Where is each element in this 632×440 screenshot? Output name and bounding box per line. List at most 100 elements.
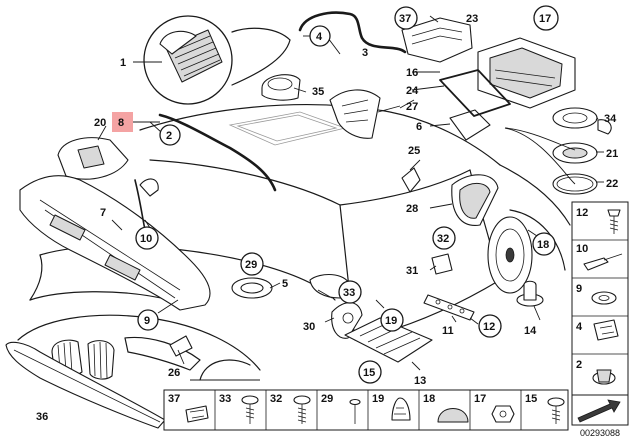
legend-tile-29[interactable]: 29 bbox=[321, 393, 361, 424]
label-35[interactable]: 35 bbox=[312, 86, 324, 98]
callout-18[interactable]: 18 bbox=[532, 232, 556, 256]
legend-tile-12[interactable]: 12 bbox=[576, 207, 621, 234]
part-bracket-25 bbox=[401, 167, 421, 193]
part-panel-13 bbox=[344, 317, 433, 363]
legend-tile-10[interactable]: 10 bbox=[576, 243, 623, 271]
part-flap-28 bbox=[451, 174, 499, 226]
callout-32[interactable]: 32 bbox=[432, 226, 456, 250]
part-cover-20 bbox=[57, 137, 129, 180]
label-13[interactable]: 13 bbox=[414, 375, 426, 387]
legend-tile-33[interactable]: 33 bbox=[219, 393, 259, 424]
label-5[interactable]: 5 bbox=[282, 278, 288, 290]
part-lower-trim-36 bbox=[5, 341, 166, 429]
callout-15[interactable]: 15 bbox=[358, 360, 382, 384]
label-11[interactable]: 11 bbox=[442, 325, 454, 337]
label-31[interactable]: 31 bbox=[406, 265, 418, 277]
part-bracket-6 bbox=[449, 109, 491, 141]
bottom-legend: 37 33 32 29 19 18 17 bbox=[163, 389, 569, 431]
part-grommet-29 bbox=[231, 277, 273, 299]
part-rod-10 bbox=[134, 178, 159, 231]
legend-tile-19[interactable]: 19 bbox=[372, 393, 411, 421]
part-bracket-23 bbox=[401, 17, 473, 63]
part-clip-26 bbox=[169, 335, 193, 357]
part-disc-34 bbox=[552, 107, 612, 135]
label-28[interactable]: 28 bbox=[406, 203, 418, 215]
label-23[interactable]: 23 bbox=[466, 13, 478, 25]
svg-text:15: 15 bbox=[525, 393, 537, 405]
callout-19[interactable]: 19 bbox=[380, 308, 404, 332]
callout-4[interactable]: 4 bbox=[309, 25, 331, 47]
svg-text:33: 33 bbox=[219, 393, 231, 405]
label-21[interactable]: 21 bbox=[606, 148, 618, 160]
part-tray-17 bbox=[477, 37, 576, 109]
svg-text:17: 17 bbox=[474, 393, 486, 405]
svg-text:32: 32 bbox=[270, 393, 282, 405]
callout-33[interactable]: 33 bbox=[338, 280, 362, 304]
label-24[interactable]: 24 bbox=[406, 85, 419, 97]
legend-tile-18[interactable]: 18 bbox=[423, 393, 469, 423]
callout-9[interactable]: 9 bbox=[137, 309, 159, 331]
legend-tile-4[interactable]: 4 bbox=[576, 319, 619, 341]
part-labels: 1 8 20 7 36 26 5 13 11 14 31 28 25 6 27 … bbox=[36, 13, 618, 423]
callout-30: 30 bbox=[303, 321, 315, 333]
svg-text:29: 29 bbox=[245, 259, 257, 271]
label-20[interactable]: 20 bbox=[94, 117, 106, 129]
svg-text:32: 32 bbox=[437, 233, 449, 245]
part-strip-11 bbox=[423, 294, 475, 321]
svg-text:19: 19 bbox=[385, 315, 397, 327]
part-duct-27 bbox=[329, 89, 381, 139]
svg-text:18: 18 bbox=[537, 239, 549, 251]
legend-tile-37[interactable]: 37 bbox=[168, 393, 209, 423]
svg-text:12: 12 bbox=[576, 207, 588, 219]
svg-text:29: 29 bbox=[321, 393, 333, 405]
callout-29[interactable]: 29 bbox=[240, 252, 264, 276]
arrow-icon bbox=[571, 394, 629, 426]
callout-37[interactable]: 37 bbox=[394, 6, 418, 30]
rear-wheel bbox=[487, 216, 533, 294]
callout-12[interactable]: 12 bbox=[478, 314, 502, 338]
part-seal-24 bbox=[439, 69, 511, 117]
label-22[interactable]: 22 bbox=[606, 178, 618, 190]
legend-tile-15[interactable]: 15 bbox=[525, 393, 565, 424]
label-34[interactable]: 34 bbox=[604, 113, 617, 125]
highlight-box bbox=[112, 112, 133, 132]
label-1[interactable]: 1 bbox=[120, 57, 126, 69]
callout-2[interactable]: 2 bbox=[159, 124, 181, 146]
svg-text:10: 10 bbox=[576, 243, 588, 255]
part-bracket-35 bbox=[261, 74, 301, 101]
label-8[interactable]: 8 bbox=[118, 117, 124, 129]
label-7[interactable]: 7 bbox=[100, 207, 106, 219]
label-6[interactable]: 6 bbox=[416, 121, 422, 133]
part-stud-14 bbox=[516, 280, 544, 307]
label-26[interactable]: 26 bbox=[168, 367, 180, 379]
legend-tile-9[interactable]: 9 bbox=[576, 283, 617, 305]
label-14[interactable]: 14 bbox=[524, 325, 537, 337]
svg-text:37: 37 bbox=[399, 13, 411, 25]
legend-tile-32[interactable]: 32 bbox=[270, 393, 311, 424]
label-27[interactable]: 27 bbox=[406, 101, 418, 113]
label-3[interactable]: 3 bbox=[362, 47, 368, 59]
svg-text:4: 4 bbox=[316, 31, 323, 43]
svg-text:37: 37 bbox=[168, 393, 180, 405]
part-seal-strip-2 bbox=[158, 113, 277, 192]
legend-tile-2[interactable]: 2 bbox=[576, 359, 616, 385]
legend-tile-17[interactable]: 17 bbox=[474, 393, 515, 423]
label-36[interactable]: 36 bbox=[36, 411, 48, 423]
svg-text:9: 9 bbox=[576, 283, 582, 295]
part-cowl-panel-7 bbox=[19, 175, 211, 311]
label-16[interactable]: 16 bbox=[406, 67, 418, 79]
svg-text:9: 9 bbox=[144, 315, 150, 327]
part-disc-21 bbox=[552, 142, 598, 164]
svg-text:19: 19 bbox=[372, 393, 384, 405]
callout-17[interactable]: 17 bbox=[533, 5, 559, 31]
svg-text:18: 18 bbox=[423, 393, 435, 405]
svg-text:10: 10 bbox=[140, 233, 152, 245]
reference-number: 00293088 bbox=[580, 428, 620, 438]
svg-text:15: 15 bbox=[363, 367, 375, 379]
callout-10[interactable]: 10 bbox=[135, 226, 159, 250]
svg-text:30: 30 bbox=[303, 321, 315, 333]
circled-labels: 4 37 17 2 10 9 29 33 30 19 15 12 32 18 bbox=[135, 5, 559, 384]
svg-text:17: 17 bbox=[539, 13, 551, 25]
label-25[interactable]: 25 bbox=[408, 145, 420, 157]
